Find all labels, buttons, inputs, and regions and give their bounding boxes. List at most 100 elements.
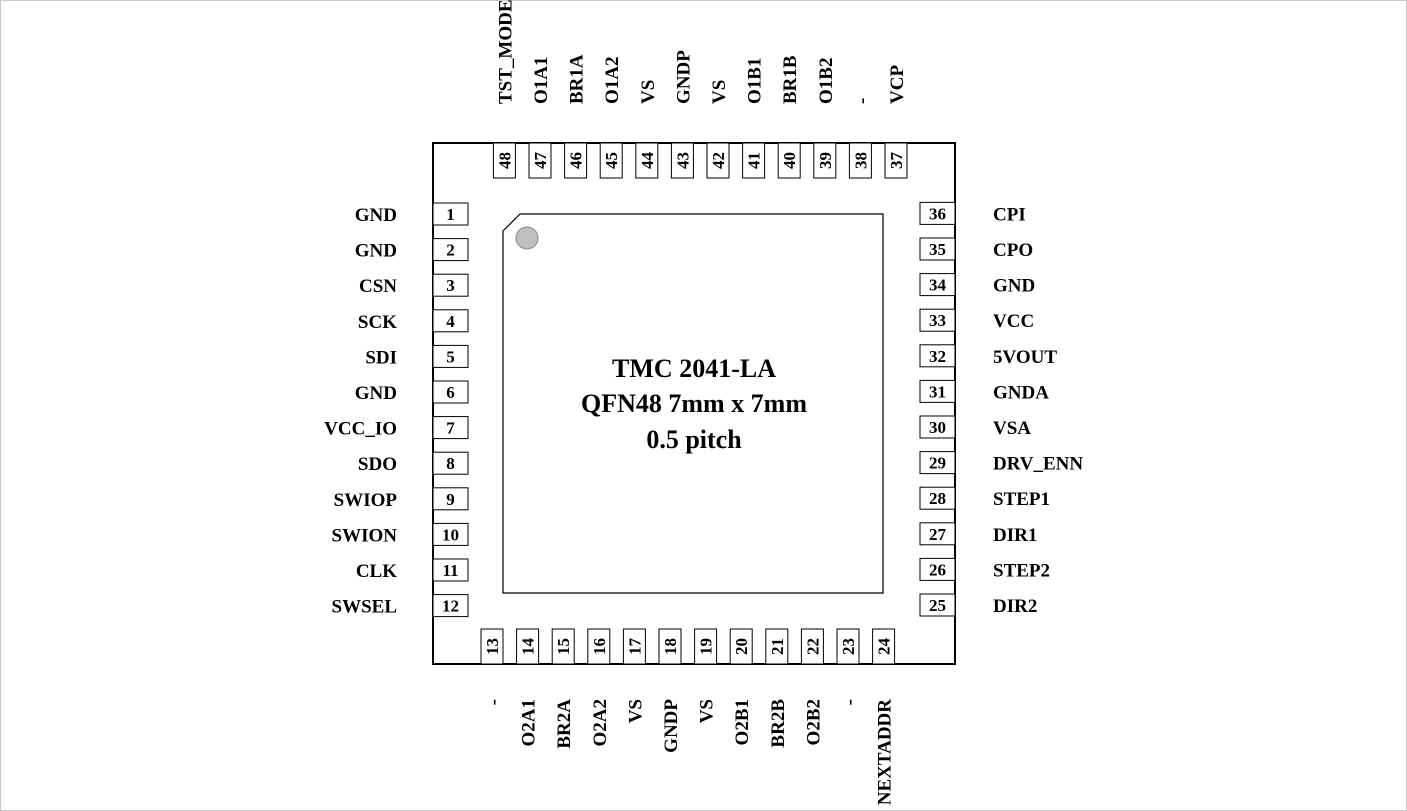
pin-pad-34: [919, 273, 956, 297]
pin-number-42: 42: [709, 152, 728, 169]
pin-pad-1: [432, 202, 469, 226]
pin-number-39: 39: [816, 152, 835, 169]
pin-number-43: 43: [673, 152, 692, 169]
pin-number-7: 7: [446, 419, 455, 438]
part-name: TMC 2041-LA: [612, 354, 776, 383]
pin-number-17: 17: [625, 638, 644, 656]
pin-pad-37: [884, 142, 908, 179]
pin-number-12: 12: [442, 597, 459, 616]
pin-pad-46: [564, 142, 588, 179]
pin-number-30: 30: [929, 418, 946, 437]
pin-number-45: 45: [602, 152, 621, 169]
pitch-label: 0.5 pitch: [646, 425, 742, 454]
pin-number-15: 15: [554, 638, 573, 655]
pin-pad-5: [432, 344, 469, 368]
pin-label-39: O1B2: [816, 58, 837, 104]
pin-label-27: DIR1: [993, 525, 1037, 546]
pin-pad-27: [919, 522, 956, 546]
pin-number-27: 27: [929, 525, 947, 544]
pin-label-46: BR1A: [567, 54, 588, 104]
pin-number-24: 24: [875, 638, 894, 656]
pin-label-28: STEP1: [993, 489, 1050, 510]
pin-pad-7: [432, 416, 469, 440]
pin-pad-12: [432, 594, 469, 618]
pin-number-10: 10: [442, 525, 459, 544]
pin-label-18: GNDP: [661, 699, 682, 753]
pin-label-37: VCP: [887, 65, 908, 104]
pin-label-23: -: [839, 699, 860, 705]
pin-number-28: 28: [929, 489, 946, 508]
pin-pad-39: [813, 142, 837, 179]
pin-pad-8: [432, 451, 469, 475]
pin-pad-40: [777, 142, 801, 179]
pin-pad-45: [599, 142, 623, 179]
pin-label-47: O1A1: [531, 57, 552, 105]
pin-label-15: BR2A: [554, 699, 575, 749]
pin-pad-11: [432, 558, 469, 582]
pin-pad-48: [492, 142, 516, 179]
pin-number-31: 31: [929, 382, 946, 401]
pin-label-32: 5VOUT: [993, 347, 1057, 368]
pin-number-2: 2: [446, 241, 455, 260]
pin-label-3: CSN: [359, 276, 397, 297]
pin-number-48: 48: [495, 152, 514, 169]
pin-number-33: 33: [929, 311, 946, 330]
package-type: QFN48 7mm x 7mm: [581, 389, 807, 418]
pin-label-5: SDI: [365, 347, 397, 368]
pin-pad-41: [742, 142, 766, 179]
pin-label-34: GND: [993, 276, 1035, 297]
pin-label-29: DRV_ENN: [993, 454, 1083, 475]
pin-pad-31: [919, 379, 956, 403]
pin-pad-30: [919, 415, 956, 439]
pin-pad-22: [800, 628, 824, 665]
pin-number-47: 47: [531, 152, 550, 170]
pin-pad-43: [670, 142, 694, 179]
pin-label-11: CLK: [356, 561, 397, 582]
pin-label-10: SWION: [332, 525, 398, 546]
pin-pad-10: [432, 522, 469, 546]
pin-pad-29: [919, 451, 956, 475]
pin-label-35: CPO: [993, 240, 1033, 261]
pin-label-25: DIR2: [993, 596, 1037, 617]
pin-number-22: 22: [803, 638, 822, 655]
pins-layer: 1GND2GND3CSN4SCK5SDI6GND7VCC_IO8SDO9SWIO…: [324, 0, 1083, 805]
pin-number-14: 14: [519, 638, 538, 656]
pin-pad-3: [432, 273, 469, 297]
pin-number-18: 18: [661, 638, 680, 655]
pin-pad-26: [919, 557, 956, 581]
pin-label-42: VS: [709, 80, 730, 104]
pin-label-20: O2B1: [732, 699, 753, 745]
pin-number-19: 19: [697, 638, 716, 655]
pin-label-44: VS: [638, 80, 659, 104]
pin-pad-42: [706, 142, 730, 179]
pin-label-12: SWSEL: [332, 597, 397, 618]
die-body: [502, 213, 884, 594]
pin-number-37: 37: [887, 152, 906, 170]
pin-pad-23: [836, 628, 860, 665]
pin-label-16: O2A2: [590, 699, 611, 747]
pin-number-25: 25: [929, 596, 946, 615]
pin-pad-19: [694, 628, 718, 665]
pin-pad-25: [919, 593, 956, 617]
pin-label-4: SCK: [358, 312, 397, 333]
pin-label-38: -: [851, 98, 872, 104]
pin-label-30: VSA: [993, 418, 1031, 439]
pin-pad-20: [729, 628, 753, 665]
pin-number-3: 3: [446, 276, 455, 295]
pin-label-26: STEP2: [993, 560, 1050, 581]
pin-number-38: 38: [851, 152, 870, 169]
pin-pad-35: [919, 237, 956, 261]
pin-pad-4: [432, 309, 469, 333]
pin-number-16: 16: [590, 638, 609, 655]
pin-pad-9: [432, 487, 469, 511]
pin-pad-28: [919, 486, 956, 510]
pin-number-21: 21: [768, 638, 787, 655]
pin1-marker: [515, 226, 539, 250]
pin-label-8: SDO: [358, 454, 397, 475]
pin-pad-47: [528, 142, 552, 179]
pin-pad-13: [480, 628, 504, 665]
pin-number-41: 41: [745, 152, 764, 169]
pin-number-6: 6: [446, 383, 455, 402]
pin-number-1: 1: [446, 205, 455, 224]
pin-pad-32: [919, 344, 956, 368]
